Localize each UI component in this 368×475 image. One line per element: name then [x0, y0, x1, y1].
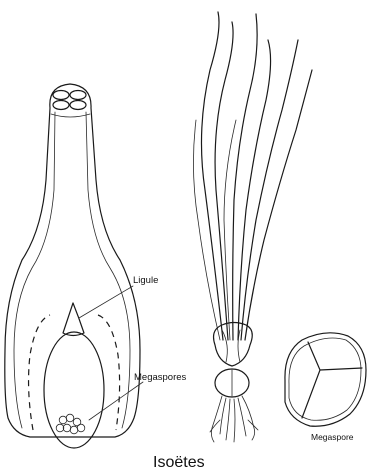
- tip-pores: [53, 91, 86, 110]
- sporophyll-outline: [5, 84, 140, 437]
- sporophyll-inner-left: [14, 112, 55, 428]
- plant-drawing: [193, 12, 312, 442]
- plant-leaf: [201, 12, 223, 340]
- sporophyll-tip-line: [51, 114, 90, 117]
- sporophyll-drawing: [5, 84, 143, 448]
- plant-leaf: [241, 40, 298, 340]
- plant-leaf: [193, 120, 220, 340]
- ligule-label: Ligule: [133, 275, 158, 286]
- megaspore-cluster: [56, 414, 85, 434]
- megaspore-drawing: [285, 333, 366, 426]
- ligule-leader-line: [79, 286, 133, 318]
- plant-leaf: [245, 70, 312, 340]
- plant-leaf: [238, 40, 271, 340]
- megaspores-label: Megaspores: [134, 372, 186, 383]
- plant-roots: [210, 396, 258, 442]
- megaspore-trilete-mark: [302, 342, 362, 418]
- sporophyll-inner-right: [86, 112, 130, 428]
- figure-title: Isoëtes: [153, 454, 205, 472]
- megaspore-label: Megaspore: [311, 432, 354, 442]
- ligule-shape: [63, 303, 84, 336]
- sporangium: [44, 332, 104, 448]
